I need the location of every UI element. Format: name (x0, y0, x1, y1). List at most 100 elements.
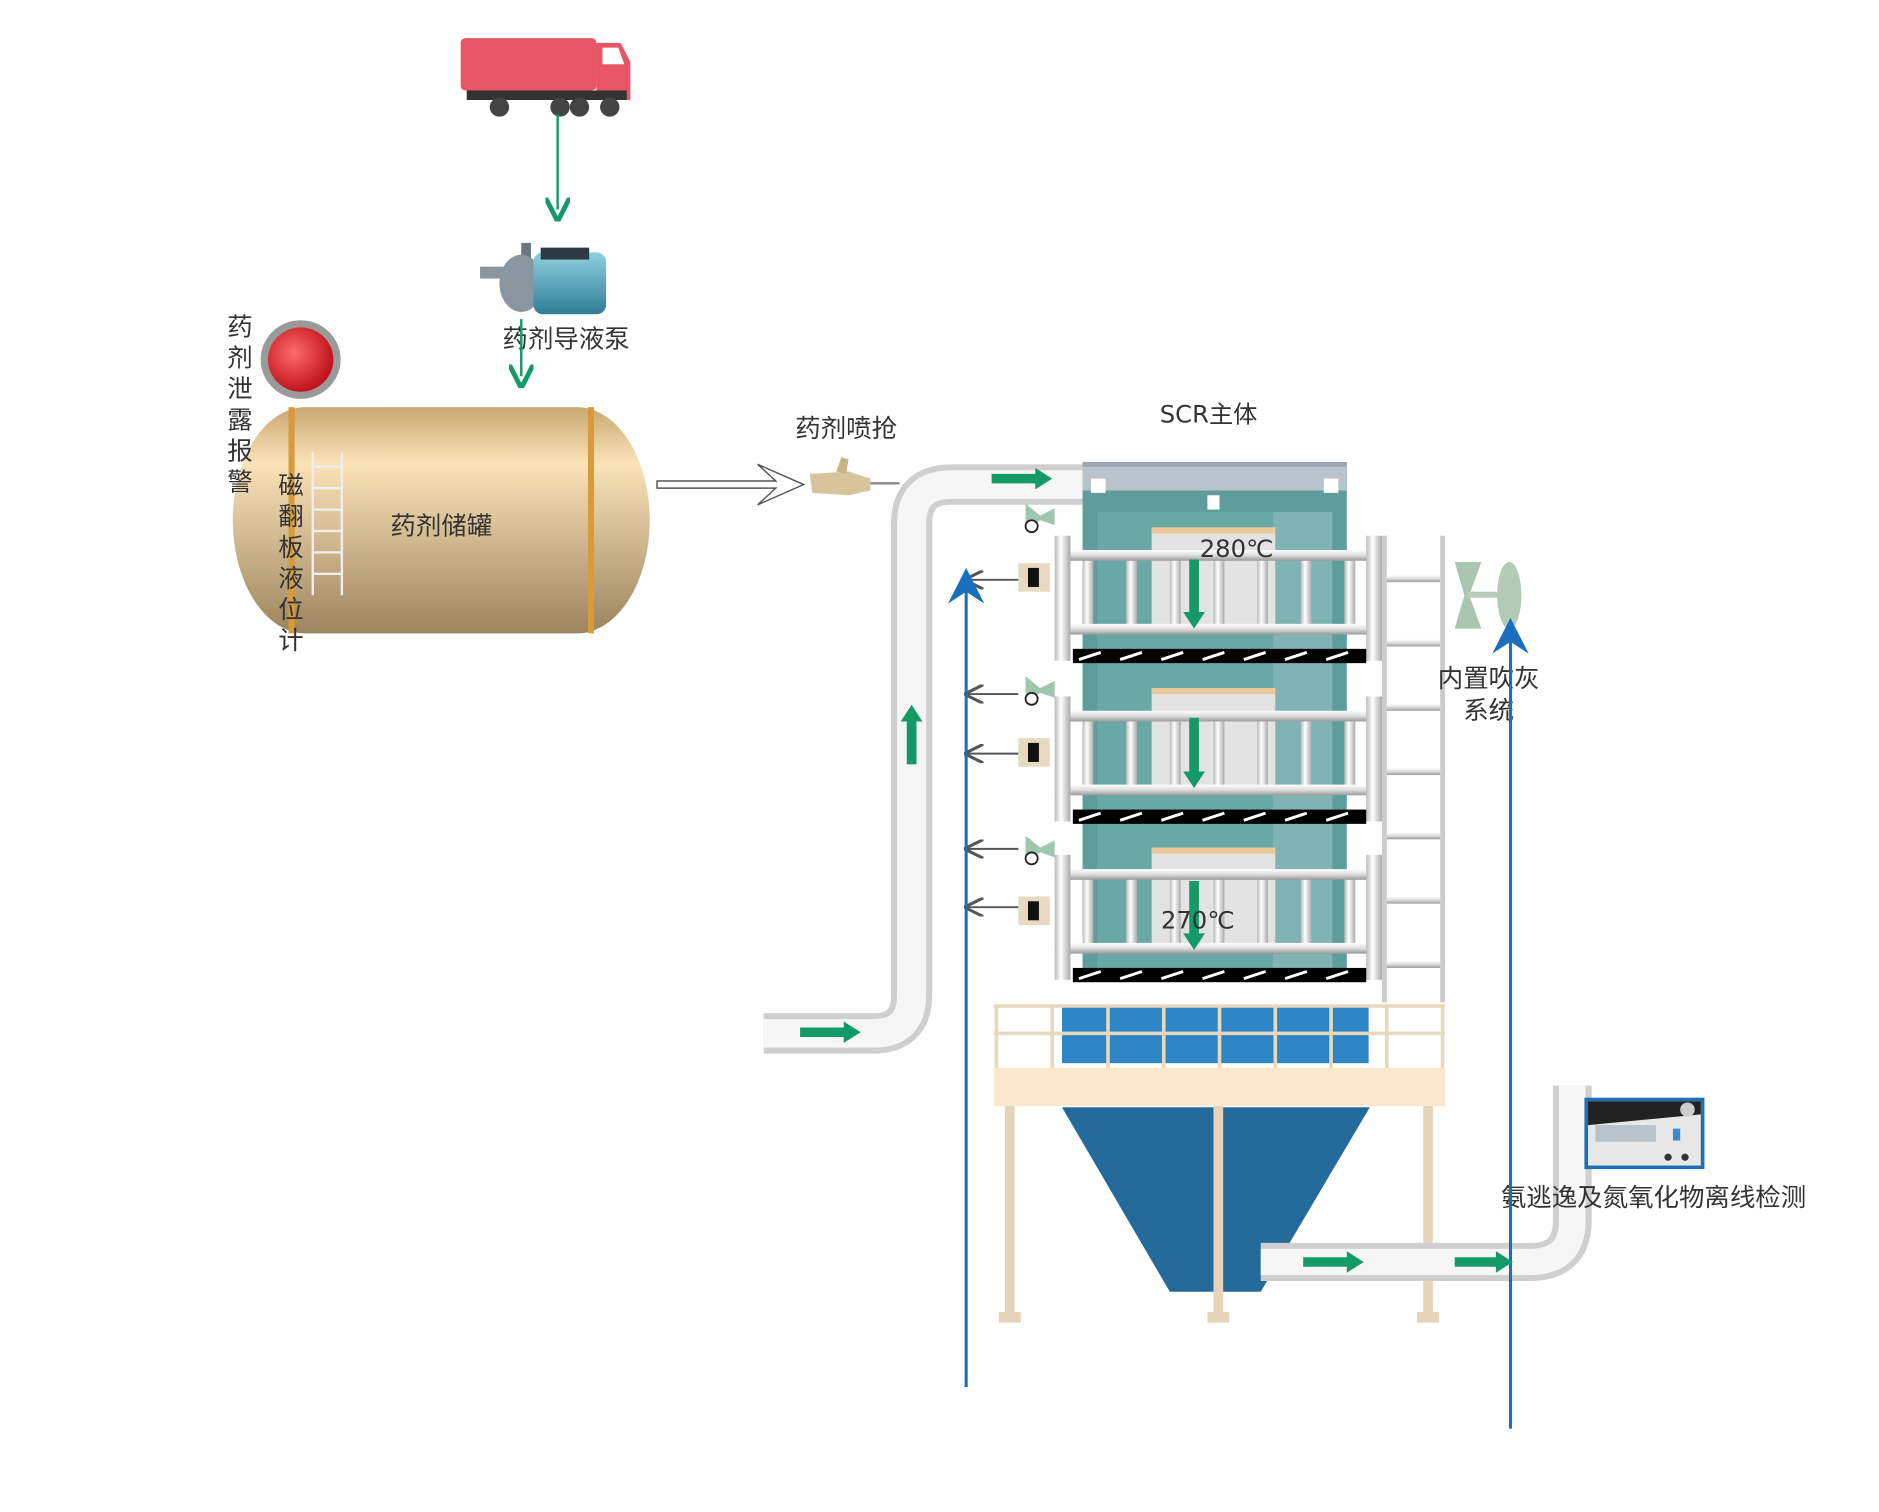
catalyst-grid-bar (1072, 809, 1367, 824)
grid-slash (1119, 651, 1143, 661)
railing-right-post (1366, 854, 1382, 980)
grid-slash (1202, 651, 1225, 661)
alarm-char: 剂 (227, 344, 252, 373)
pump-label: 药剂导液泵 (503, 325, 630, 354)
level-gauge-ladder (311, 452, 344, 596)
catalyst-layer-railing (1054, 535, 1382, 664)
ladder-rung (1386, 639, 1441, 647)
flow-arrows (800, 467, 1513, 1273)
sensor-group (966, 503, 1055, 926)
temperature-sensor-icon (1018, 738, 1050, 767)
grid-slash (1243, 651, 1267, 661)
grid-slash (1325, 651, 1349, 661)
tank-label: 药剂储罐 (390, 512, 492, 541)
outlet-temperature: 270℃ (1161, 907, 1234, 935)
catalyst-layer-railing (1054, 854, 1382, 983)
scr-body-label: SCR主体 (1160, 401, 1258, 429)
flow-direction-arrow (1183, 881, 1205, 951)
catalyst-grid-bar (1072, 967, 1367, 983)
grid-slash (1160, 970, 1184, 981)
access-ladder (1381, 535, 1446, 1003)
gauge-char: 板 (278, 533, 303, 562)
grid-slash (1243, 811, 1267, 822)
flow-direction-arrow (900, 704, 923, 765)
temperature-sensor-icon (1018, 896, 1050, 926)
analyzer-instrument-icon (1584, 1097, 1705, 1170)
grid-slash (1243, 970, 1267, 981)
inlet-temperature: 280℃ (1200, 535, 1273, 563)
level-gauge-label: 磁 翻 板 液 位 计 (278, 471, 303, 655)
railing-post (1257, 876, 1269, 951)
grid-slash (1202, 970, 1225, 981)
railing-top-rail (1054, 869, 1382, 880)
railing-post (1300, 717, 1312, 792)
alarm-char: 露 (227, 406, 252, 435)
railing-right-post (1366, 535, 1382, 661)
flow-direction-arrow (1454, 1251, 1513, 1273)
ladder-rung (1386, 832, 1441, 840)
storage-tank (232, 407, 650, 634)
flow-direction-arrow (1303, 1251, 1364, 1273)
catalyst-layers (1054, 535, 1382, 983)
railing-post (1213, 717, 1225, 792)
catalyst-grid-bar (1072, 648, 1367, 664)
grid-slash (1078, 970, 1102, 981)
grid-slash (1202, 811, 1225, 822)
railing-left-post (1054, 696, 1071, 822)
analyzer-label: 氨逃逸及氮氧化物离线检测 (1501, 1183, 1806, 1212)
leak-alarm-label: 药 剂 泄 露 报 警 (227, 313, 252, 497)
alarm-char: 警 (227, 468, 252, 497)
alarm-char: 报 (227, 437, 252, 466)
ladder-rung (1386, 575, 1441, 583)
gauge-char: 位 (278, 595, 303, 624)
flow-direction-arrow (1183, 717, 1205, 789)
tank-to-gun-arrow (656, 463, 806, 506)
support-legs (998, 1106, 1439, 1323)
grid-slash (1325, 811, 1349, 822)
pipe-highlight (1260, 1085, 1586, 1276)
grid-slash (1078, 651, 1102, 661)
railing-right-post (1366, 696, 1382, 822)
gauge-char: 液 (278, 564, 303, 593)
ladder-rung (1386, 703, 1441, 711)
spray-gun-icon (809, 457, 900, 496)
pump-icon (480, 242, 607, 315)
railing-post (1126, 876, 1138, 951)
grid-slash (1284, 651, 1308, 661)
alarm-char: 药 (227, 313, 252, 342)
gauge-char: 计 (278, 626, 303, 655)
railing-post (1126, 717, 1138, 792)
ladder-rung (1386, 960, 1441, 968)
gauge-char: 翻 (278, 502, 303, 531)
soot-blower-label-line1: 内置吹灰 (1438, 664, 1540, 693)
railing-bottom-rail (1054, 942, 1382, 954)
railing-top-rail (1054, 710, 1382, 722)
railing-post (1169, 557, 1181, 631)
railing-post (1213, 876, 1225, 951)
soot-blower-label-line2: 系统 (1463, 696, 1514, 725)
railing-post (1213, 557, 1225, 631)
railing-post (1169, 876, 1181, 951)
grid-slash (1160, 811, 1184, 822)
railing-left-post (1054, 535, 1071, 661)
grid-slash (1160, 651, 1184, 661)
railing-post (1300, 557, 1312, 631)
ladder-rung (1386, 767, 1441, 776)
railing-post (1344, 557, 1356, 631)
railing-post (1126, 557, 1138, 631)
railing-bottom-rail (1054, 784, 1382, 796)
grid-slash (1078, 811, 1102, 822)
gauge-char: 磁 (278, 471, 303, 500)
ammonia-valve-icon (1024, 676, 1055, 706)
soot-blower-icon (1454, 561, 1522, 629)
temperature-sensor-icon (1018, 563, 1050, 592)
support-platform (994, 1004, 1446, 1107)
railing-top-rail (1054, 550, 1382, 561)
alarm-lamp (267, 327, 334, 392)
spray-gun-label: 药剂喷抢 (795, 414, 897, 443)
ladder-rung (1386, 896, 1441, 904)
flow-direction-arrow (1183, 559, 1205, 629)
railing-left-post (1054, 854, 1071, 980)
